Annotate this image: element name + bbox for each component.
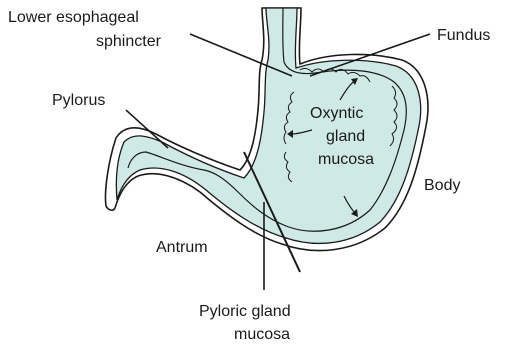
label-les-line2: sphincter (96, 33, 162, 50)
label-body: Body (424, 177, 460, 194)
label-pyloric-line1: Pyloric gland (199, 303, 291, 320)
label-fundus: Fundus (437, 27, 490, 44)
label-pyloric-line2: mucosa (234, 326, 290, 343)
label-antrum: Antrum (156, 239, 208, 256)
stomach-mucosa (116, 8, 420, 243)
label-les-line1: Lower esophageal (8, 9, 139, 26)
label-pylorus: Pylorus (52, 92, 105, 109)
label-oxyntic-line1: Oxyntic (310, 105, 363, 122)
label-oxyntic-line3: mucosa (318, 151, 374, 168)
label-oxyntic-line2: gland (326, 128, 365, 145)
